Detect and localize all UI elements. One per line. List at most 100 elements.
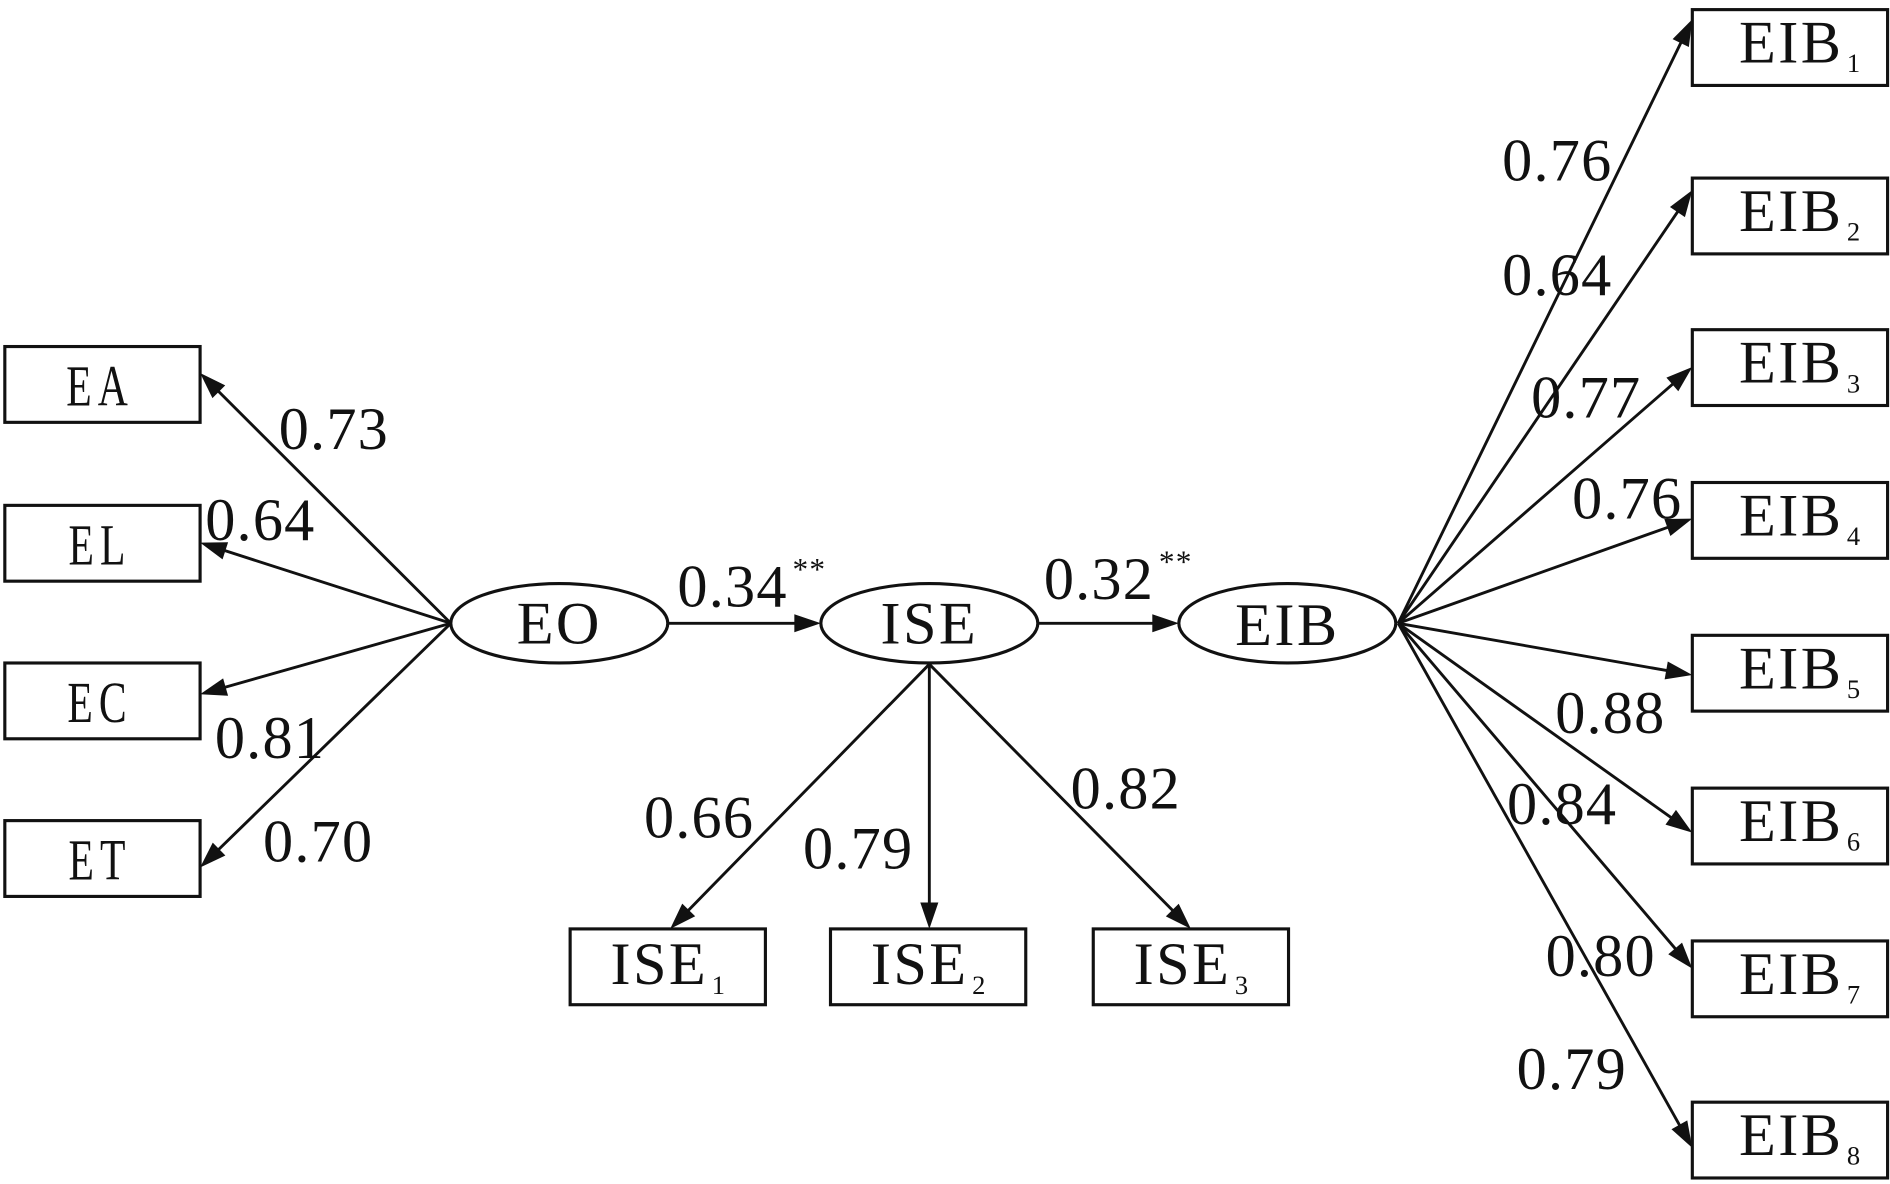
eib-indicator-8-arrow (1396, 622, 1693, 1148)
eib-indicator-2-label-subscript: 2 (1847, 217, 1860, 247)
eib-indicator-7-arrow-arrowhead (1668, 942, 1693, 969)
eo-indicator-1-box (3, 344, 202, 424)
ise-indicator-1-arrow (670, 663, 931, 929)
eo-indicator-2: EL (3, 503, 202, 583)
eib-indicator-8-arrow-arrowhead (1671, 1120, 1693, 1148)
eib-indicator-5-arrow-line (1397, 621, 1669, 673)
ise-indicator-3-label-subscript: 3 (1235, 970, 1248, 1000)
eo-indicator-2-loading: 0.64 (205, 487, 315, 554)
eo-indicator-2-arrow-arrowhead (200, 542, 229, 560)
eo-indicator-1-arrow-arrowhead (200, 373, 226, 399)
eib-indicator-5-loading: 0.88 (1555, 680, 1665, 747)
eo-indicator-4-arrow-line (216, 622, 452, 852)
ise-indicator-1-label-main: ISE (611, 931, 709, 998)
eo-indicator-3-loading: 0.81 (215, 705, 325, 772)
eib-indicator-6-arrow (1397, 622, 1693, 833)
eo-indicator-4-box (3, 819, 202, 898)
structural-path-1-coefficient-value: 0.34 (677, 553, 787, 620)
ise-indicator-3-box (1091, 927, 1291, 1007)
eib-indicator-3-arrow-arrowhead (1666, 366, 1693, 392)
ise-indicator-1-arrow-line (685, 663, 931, 913)
eib-indicator-8-box (1690, 1100, 1890, 1180)
eo-indicator-4-label: ET (69, 828, 132, 892)
latent-eo-ellipse (449, 582, 670, 665)
eib-indicator-6-arrow-line (1397, 622, 1674, 820)
eib-indicator-5-arrow (1397, 621, 1693, 680)
eib-indicator-4-label-main: EIB (1739, 482, 1843, 549)
eo-indicator-1-arrow-line (216, 389, 452, 625)
eib-indicator-6-loading: 0.84 (1507, 771, 1617, 838)
eib-indicator-3-box (1690, 328, 1890, 408)
eib-indicator-4-label-subscript: 4 (1847, 521, 1860, 551)
eo-indicator-3-arrow-line (222, 621, 452, 690)
eib-indicator-5-label-subscript: 5 (1847, 674, 1860, 704)
eib-indicator-3-loading: 0.77 (1531, 365, 1641, 432)
eib-indicator-1-label-main: EIB (1739, 10, 1843, 77)
eib-indicator-5-box (1690, 633, 1890, 713)
eib-indicator-7-box (1690, 939, 1890, 1019)
ise-indicator-1-label-subscript: 1 (712, 970, 725, 1000)
ise-indicator-3-arrow-line (928, 663, 1175, 913)
eib-indicator-4-loading: 0.76 (1572, 466, 1682, 533)
latent-ise-ellipse (819, 582, 1040, 665)
eo-indicator-4-arrow-arrowhead (200, 842, 226, 868)
eib-indicator-2-arrow-line (1397, 209, 1680, 625)
eo-indicator-2-arrow (200, 542, 452, 625)
eib-indicator-1-arrow-arrowhead (1672, 19, 1693, 48)
eib-indicator-5-label-main: EIB (1739, 635, 1843, 702)
eib-indicator-7-arrow-line (1397, 622, 1678, 952)
eo-indicator-3-label: EC (67, 670, 132, 734)
eib-indicator-4-arrow-arrowhead (1664, 518, 1693, 536)
eo-indicator-3-box (3, 661, 202, 741)
eib-indicator-6-label-main: EIB (1739, 788, 1843, 855)
eo-indicator-2-arrow-line (222, 548, 452, 625)
eib-indicator-4-arrow (1397, 518, 1693, 625)
ise-indicator-2-arrow (920, 664, 939, 929)
eib-indicator-1-label-subscript: 1 (1847, 48, 1860, 78)
ise-indicator-3-arrow (928, 663, 1191, 929)
structural-path-2-arrow (1037, 614, 1179, 633)
eib-indicator-6-arrow-arrowhead (1665, 809, 1693, 833)
structural-path-1-arrow-arrowhead (794, 614, 821, 633)
ise-indicator-1-loading: 0.66 (644, 785, 754, 852)
eo-indicator-3: EC (3, 661, 202, 741)
eib-indicator-2-loading: 0.64 (1502, 242, 1612, 309)
latent-eo: EO (449, 582, 670, 665)
eib-indicator-8-loading: 0.79 (1517, 1036, 1627, 1103)
eib-indicator-7-label-subscript: 7 (1847, 980, 1860, 1010)
eo-indicator-1-loading: 0.73 (279, 396, 389, 463)
eib-indicator-3-label-main: EIB (1739, 330, 1843, 397)
ise-indicator-2-label-subscript: 2 (972, 970, 985, 1000)
eib-indicator-1-box (1690, 8, 1890, 87)
edges-layer (200, 19, 1693, 1148)
structural-path-1-arrow (667, 614, 821, 633)
ise-indicator-2-box (828, 927, 1028, 1007)
eo-indicator-1-arrow (200, 373, 452, 625)
structural-path-2-coefficient-value: 0.32 (1044, 546, 1154, 613)
eib-indicator-3-arrow (1397, 366, 1693, 625)
latent-eo-label: EO (517, 591, 602, 658)
eo-indicator-2-box (3, 503, 202, 583)
eib-indicator-1-arrow-line (1396, 40, 1684, 624)
eo-indicator-4: ET (3, 819, 202, 898)
eib-indicator-1-arrow (1396, 19, 1693, 624)
eo-indicator-4-arrow (200, 622, 452, 868)
eib-indicator-3-arrow-line (1397, 381, 1676, 625)
eib-indicator-6-label-subscript: 6 (1847, 827, 1860, 857)
ise-indicator-3-arrow-arrowhead (1165, 903, 1191, 929)
